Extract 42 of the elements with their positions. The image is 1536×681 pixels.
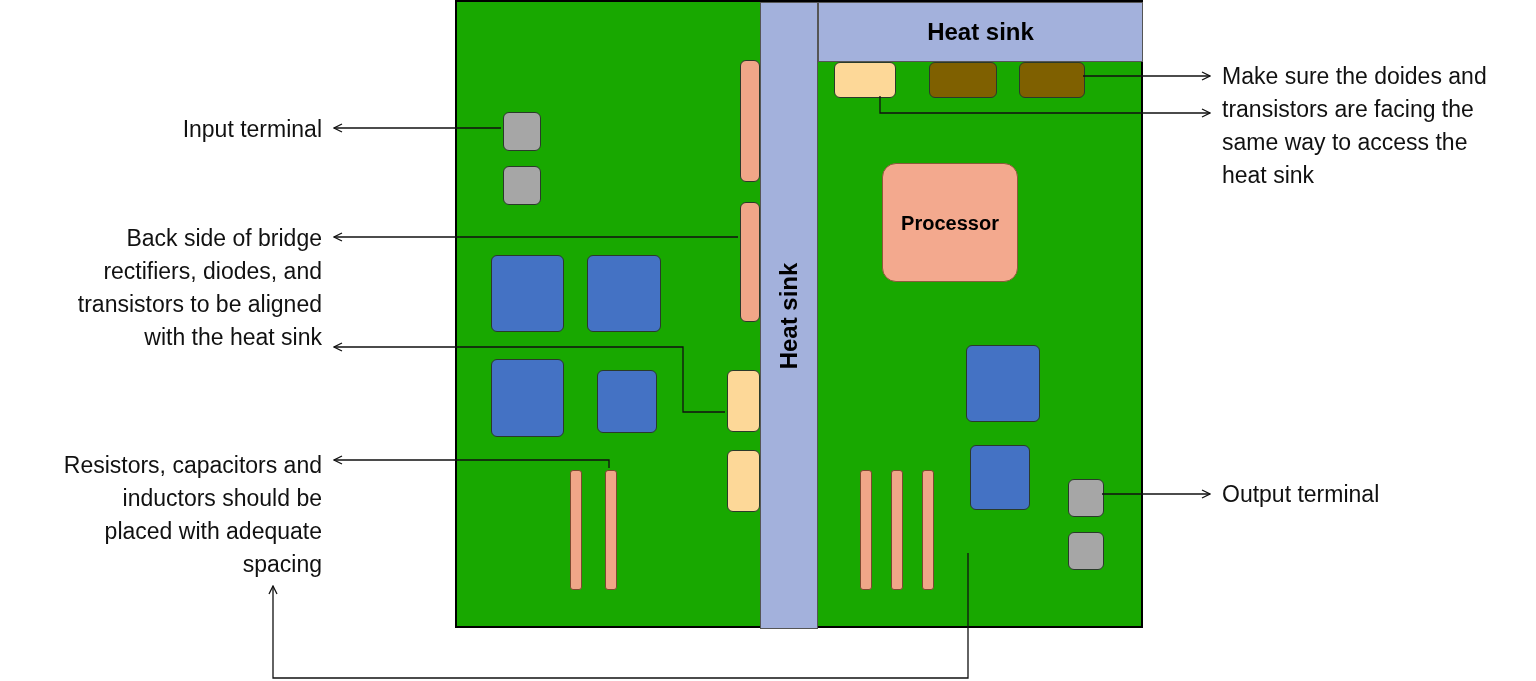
callout-text: Make sure the doides and transistors are facing the same way to access the heat sink bbox=[1222, 62, 1488, 190]
terminal-pad bbox=[1068, 532, 1104, 570]
processor-label: Processor bbox=[901, 210, 999, 236]
transistor-block bbox=[1019, 62, 1085, 98]
terminal-pad bbox=[503, 166, 541, 205]
callout-text: Output terminal bbox=[1222, 479, 1380, 509]
callout-text: Resistors, capacitors and inductors should be placed with adequate spacing bbox=[62, 451, 322, 579]
leader-line bbox=[268, 552, 969, 679]
ic-chip bbox=[970, 445, 1030, 510]
ic-chip bbox=[966, 345, 1040, 422]
heat-sink-label: Heat sink bbox=[927, 17, 1034, 47]
circuit-board bbox=[455, 0, 1143, 628]
resistor-bar bbox=[860, 470, 872, 590]
leader-line bbox=[333, 342, 726, 413]
component-pad bbox=[727, 450, 760, 512]
heat-sink-label: Heat sink bbox=[774, 262, 803, 369]
leader-line bbox=[333, 232, 739, 242]
component-strip bbox=[740, 202, 760, 322]
leader-line bbox=[333, 455, 610, 469]
ic-chip bbox=[587, 255, 661, 332]
leader-line bbox=[1082, 71, 1211, 81]
resistor-bar bbox=[891, 470, 903, 590]
resistor-bar bbox=[605, 470, 617, 590]
leader-line bbox=[333, 123, 502, 133]
component-pad bbox=[834, 62, 896, 98]
callout-text: Back side of bridge rectifiers, diodes, and transistors to be aligned with the heat sink bbox=[76, 224, 322, 352]
leader-line bbox=[1101, 489, 1211, 499]
heat-sink-bar bbox=[818, 2, 1143, 62]
leader-line bbox=[879, 95, 1211, 118]
transistor-block bbox=[929, 62, 997, 98]
heat-sink-bar bbox=[760, 2, 818, 629]
component-pad bbox=[727, 370, 760, 432]
resistor-bar bbox=[570, 470, 582, 590]
ic-chip bbox=[491, 359, 564, 437]
resistor-bar bbox=[922, 470, 934, 590]
terminal-pad bbox=[503, 112, 541, 151]
ic-chip bbox=[597, 370, 657, 433]
processor-chip bbox=[882, 163, 1018, 282]
callout-text: Input terminal bbox=[182, 114, 322, 144]
terminal-pad bbox=[1068, 479, 1104, 517]
component-strip bbox=[740, 60, 760, 182]
ic-chip bbox=[491, 255, 564, 332]
